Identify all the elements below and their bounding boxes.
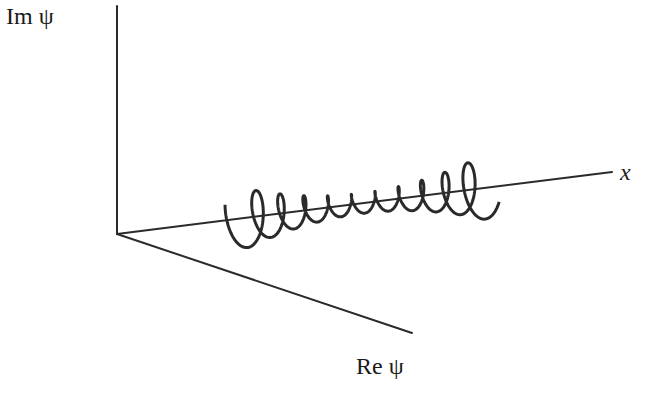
axis-label: Re ψ: [356, 354, 404, 378]
axis-label: x: [620, 160, 631, 184]
im-axis: [116, 6, 118, 234]
axis-label: Im ψ: [6, 4, 54, 28]
re-axis: [117, 234, 412, 333]
wave-packet-helix: [225, 163, 499, 248]
x-axis: [117, 172, 612, 234]
